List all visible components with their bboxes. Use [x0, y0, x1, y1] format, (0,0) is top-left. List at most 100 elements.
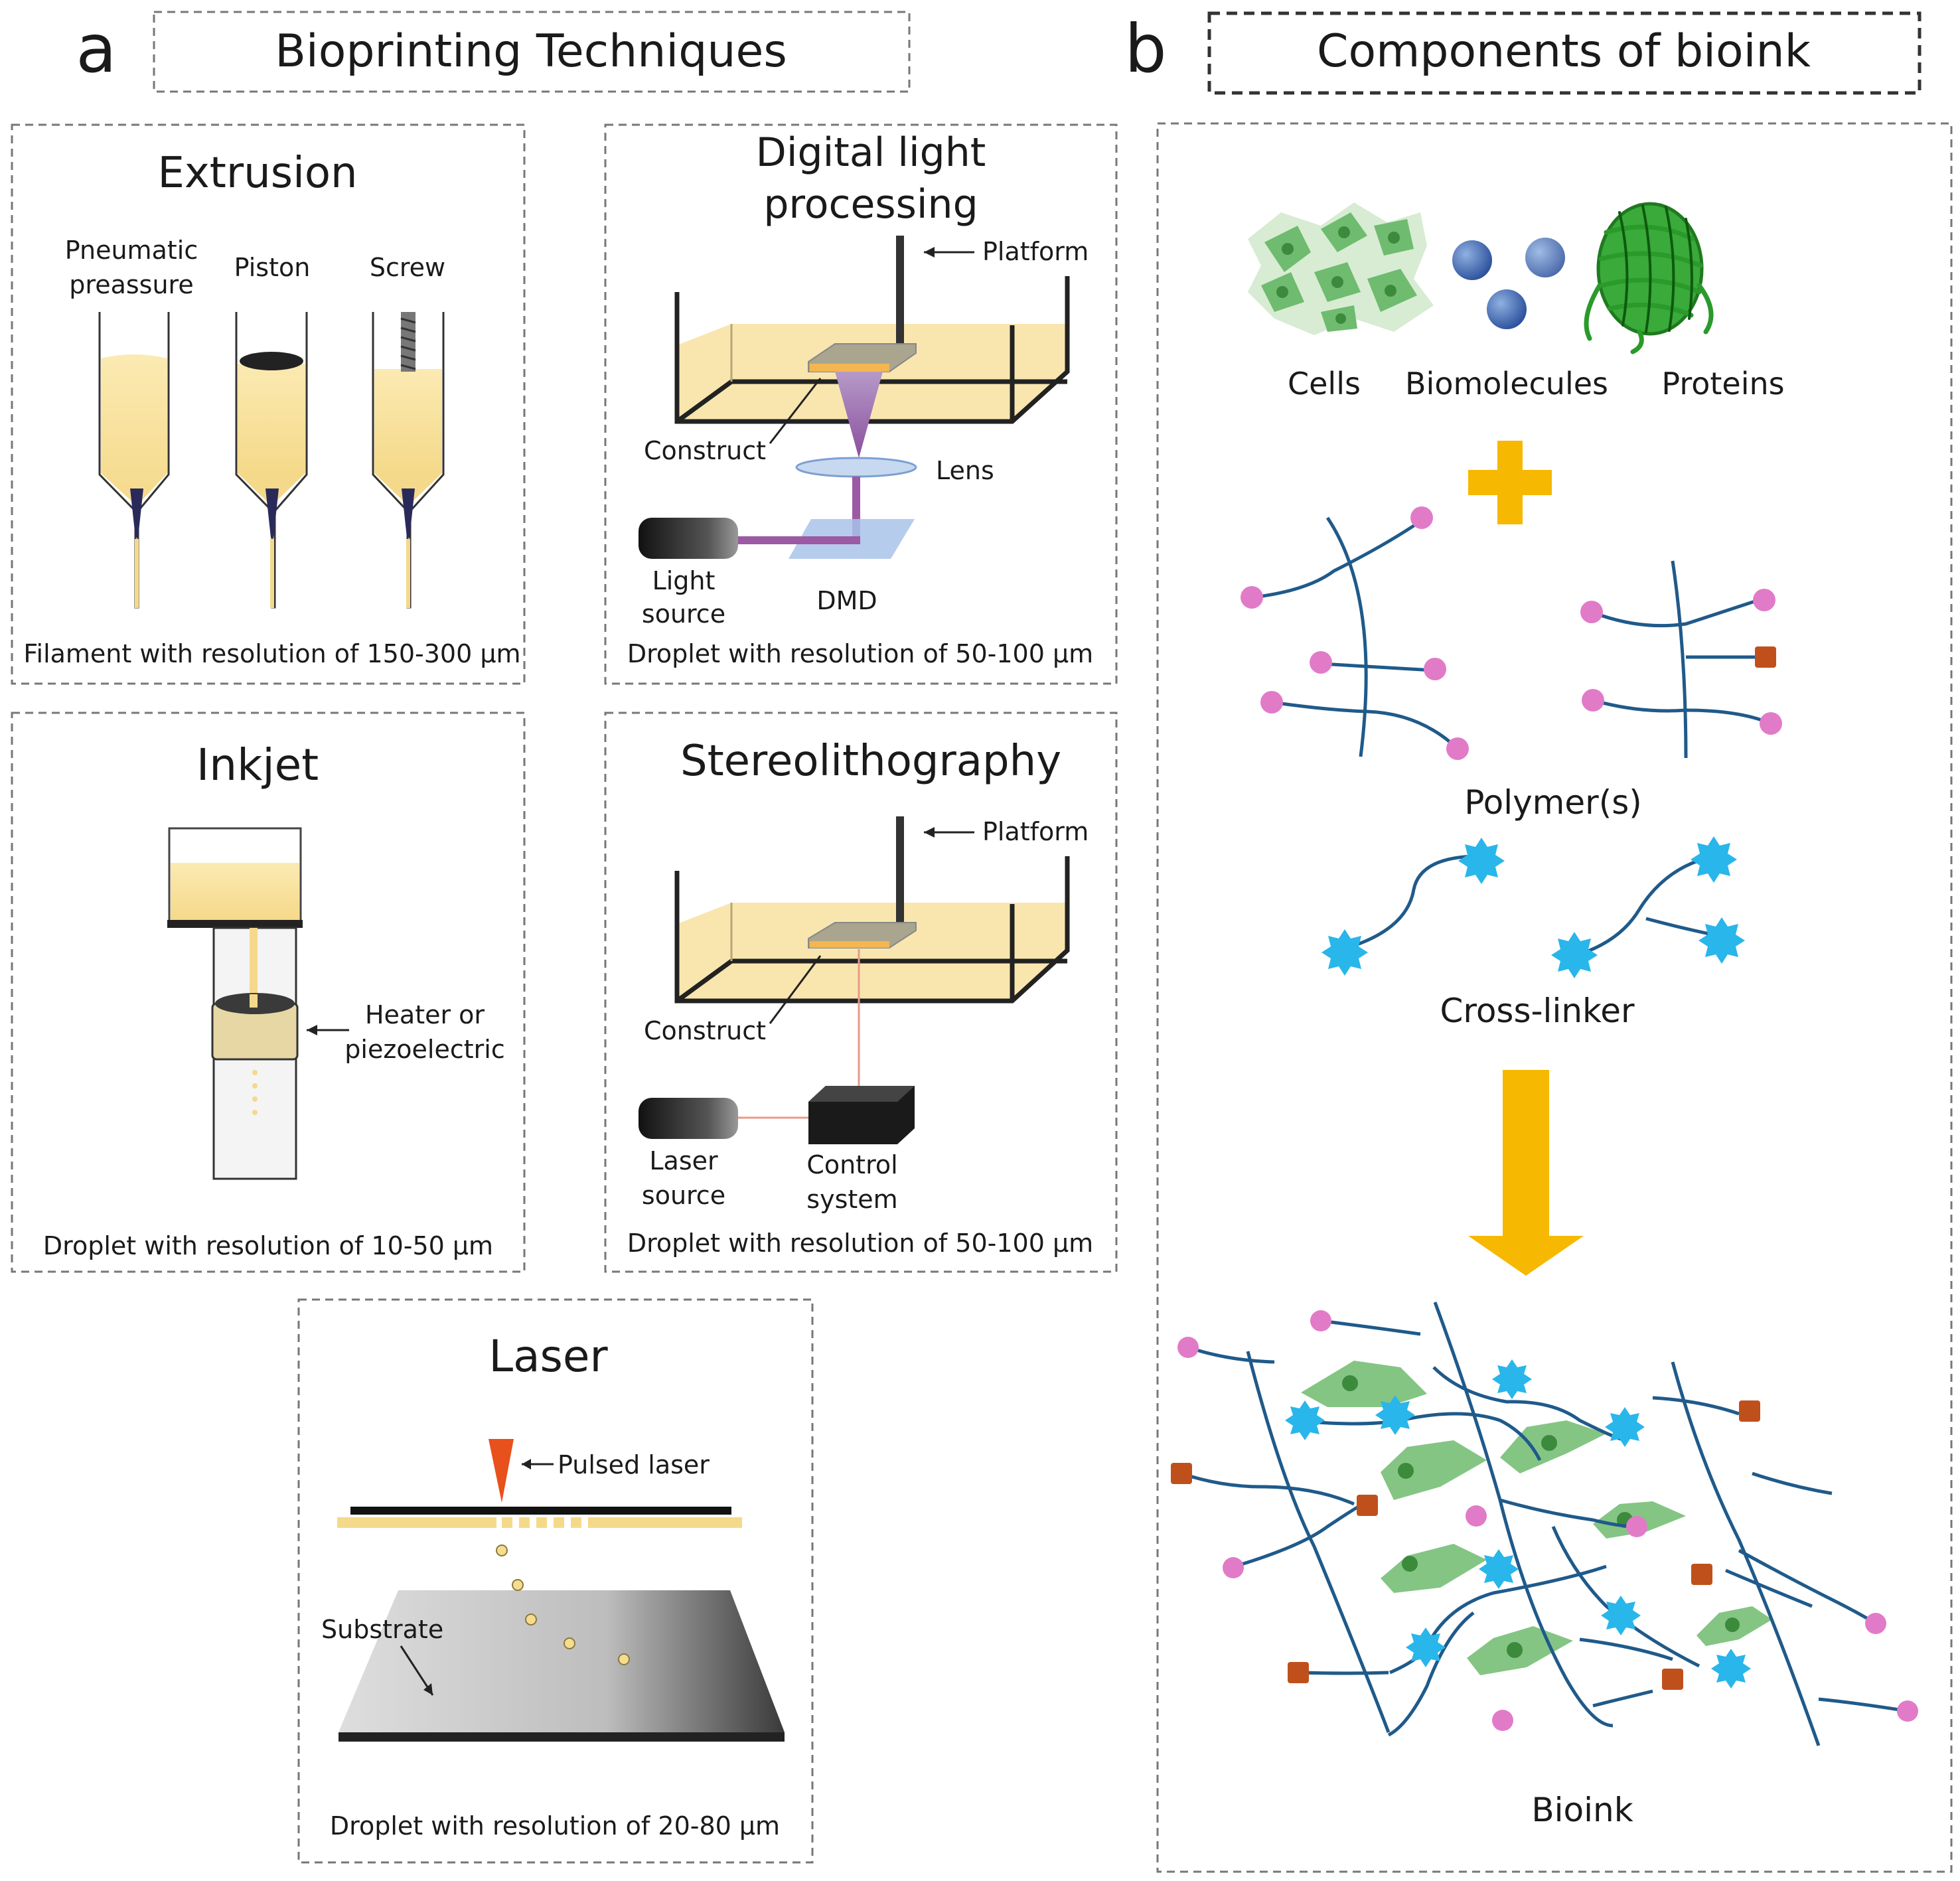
dlp-light-cone — [835, 372, 883, 458]
dlp-platform-label: Platform — [982, 237, 1089, 266]
panel-b-title: Components of bioink — [1317, 25, 1811, 78]
cyan-star-crosslinker — [1601, 1596, 1641, 1635]
pink-end — [1424, 658, 1446, 680]
laser-droplet — [512, 1579, 524, 1591]
sla-box — [604, 712, 1118, 1273]
sla-laser-label1: Laser — [649, 1146, 718, 1175]
dlp-title-line2: processing — [763, 181, 978, 228]
cyan-star-crosslinker — [1698, 917, 1745, 964]
pink-end — [1466, 1505, 1487, 1527]
dlp-lens-label: Lens — [936, 456, 994, 485]
dlp-light-source — [639, 518, 738, 559]
cyan-star-crosslinker — [1605, 1407, 1645, 1447]
orange-end — [1739, 1400, 1760, 1422]
polymers-label: Polymer(s) — [1464, 783, 1642, 822]
pink-end — [1492, 1710, 1513, 1731]
panel-b-box — [1156, 122, 1953, 1873]
polymer-left — [1252, 516, 1459, 757]
dlp-light-label2: source — [642, 599, 725, 629]
orange-end — [1171, 1463, 1192, 1484]
pink-end — [1626, 1516, 1647, 1537]
inkjet-heater-label1: Heater or — [365, 1000, 485, 1029]
pink-end — [1897, 1700, 1918, 1722]
laser-ribbon — [350, 1507, 731, 1515]
extrusion-title: Extrusion — [157, 149, 357, 198]
orange-end — [1357, 1495, 1378, 1516]
panel-a-letter: a — [76, 10, 116, 88]
polymer-right — [1591, 560, 1772, 759]
proteins-label: Proteins — [1661, 366, 1784, 402]
biomolecules-label: Biomolecules — [1405, 366, 1608, 402]
pulsed-laser-marker — [489, 1439, 514, 1503]
sla-caption: Droplet with resolution of 50-100 μm — [627, 1229, 1093, 1258]
pink-end — [1310, 1310, 1331, 1331]
plus-icon — [1468, 441, 1552, 524]
pink-end — [1177, 1337, 1199, 1358]
inkjet-panel: Inkjet Heater or piezoelectric Droplet w… — [11, 712, 526, 1273]
orange-end — [1288, 1662, 1309, 1683]
sla-control-label2: system — [806, 1185, 897, 1214]
cyan-star-crosslinker — [1321, 929, 1368, 976]
laser-box — [297, 1298, 814, 1864]
orange-end — [1691, 1564, 1712, 1585]
bioink-cells — [1301, 1361, 1772, 1675]
extrusion-caption: Filament with resolution of 150-300 μm — [23, 639, 520, 668]
dlp-platform-rod — [896, 236, 904, 352]
laser-droplet — [618, 1653, 630, 1665]
pink-end — [1865, 1613, 1886, 1634]
cyan-star-crosslinker — [1711, 1649, 1751, 1689]
pink-end — [1410, 506, 1433, 529]
panel-b-title-box — [1207, 11, 1922, 95]
orange-end — [1662, 1669, 1683, 1690]
inkjet-title: Inkjet — [196, 739, 319, 790]
cyan-star-crosslinker — [1492, 1359, 1532, 1399]
crosslinker-molecule-left — [1321, 838, 1505, 976]
cyan-star-crosslinker — [1691, 836, 1737, 883]
extrusion-box — [11, 123, 526, 685]
protein-icon — [1584, 202, 1714, 354]
laser-caption: Droplet with resolution of 20-80 μm — [330, 1811, 780, 1841]
cyan-star-crosslinker — [1479, 1549, 1519, 1589]
inkjet-caption: Droplet with resolution of 10-50 μm — [43, 1231, 493, 1260]
dlp-lens — [795, 457, 917, 478]
pulsed-laser-label: Pulsed laser — [558, 1450, 710, 1479]
bioink-label: Bioink — [1531, 1791, 1633, 1829]
orange-end — [1755, 646, 1776, 668]
dlp-panel: Digital light processing Platform Constr… — [604, 123, 1118, 685]
laser-droplet — [525, 1614, 537, 1625]
sla-control-label1: Control — [806, 1150, 897, 1179]
dlp-dmd-label: DMD — [816, 586, 877, 615]
screw-syringe — [372, 312, 445, 609]
laser-substrate — [339, 1590, 785, 1732]
piston-syringe — [235, 312, 308, 609]
pink-end — [1223, 1557, 1244, 1578]
biomolecules-icon — [1452, 238, 1565, 329]
sla-title: Stereolithography — [680, 737, 1061, 786]
piston-label: Piston — [234, 253, 311, 282]
pneumatic-label: Pneumatic — [65, 236, 198, 265]
sla-construct — [810, 941, 889, 948]
preassure-label: preassure — [69, 270, 193, 299]
laser-droplet — [496, 1544, 508, 1556]
pneumatic-syringe — [98, 312, 170, 609]
sla-panel: Stereolithography Platform Construct Las… — [604, 712, 1118, 1273]
dlp-caption: Droplet with resolution of 50-100 μm — [627, 639, 1093, 668]
bioink-crosslinkers — [1285, 1359, 1751, 1689]
dlp-construct-label: Construct — [644, 436, 766, 465]
sla-platform-label: Platform — [982, 817, 1089, 846]
dlp-box — [604, 123, 1118, 685]
panel-b-letter: b — [1124, 10, 1166, 88]
extrusion-panel: Extrusion Pneumatic preassure Piston Scr… — [11, 123, 526, 685]
bioink-network — [1171, 1302, 1918, 1746]
sla-platform-rod — [896, 816, 904, 931]
dlp-construct — [810, 364, 889, 372]
sla-laser-label2: source — [642, 1181, 725, 1210]
laser-panel: Laser Pulsed laser Substrate Droplet wit… — [297, 1298, 814, 1864]
pink-end — [1582, 689, 1604, 712]
panel-a-title-box — [153, 11, 911, 93]
sla-construct-label: Construct — [644, 1016, 766, 1045]
sla-vat-resin — [677, 903, 1067, 1001]
laser-title: Laser — [489, 1331, 608, 1382]
pink-end — [1760, 712, 1782, 735]
